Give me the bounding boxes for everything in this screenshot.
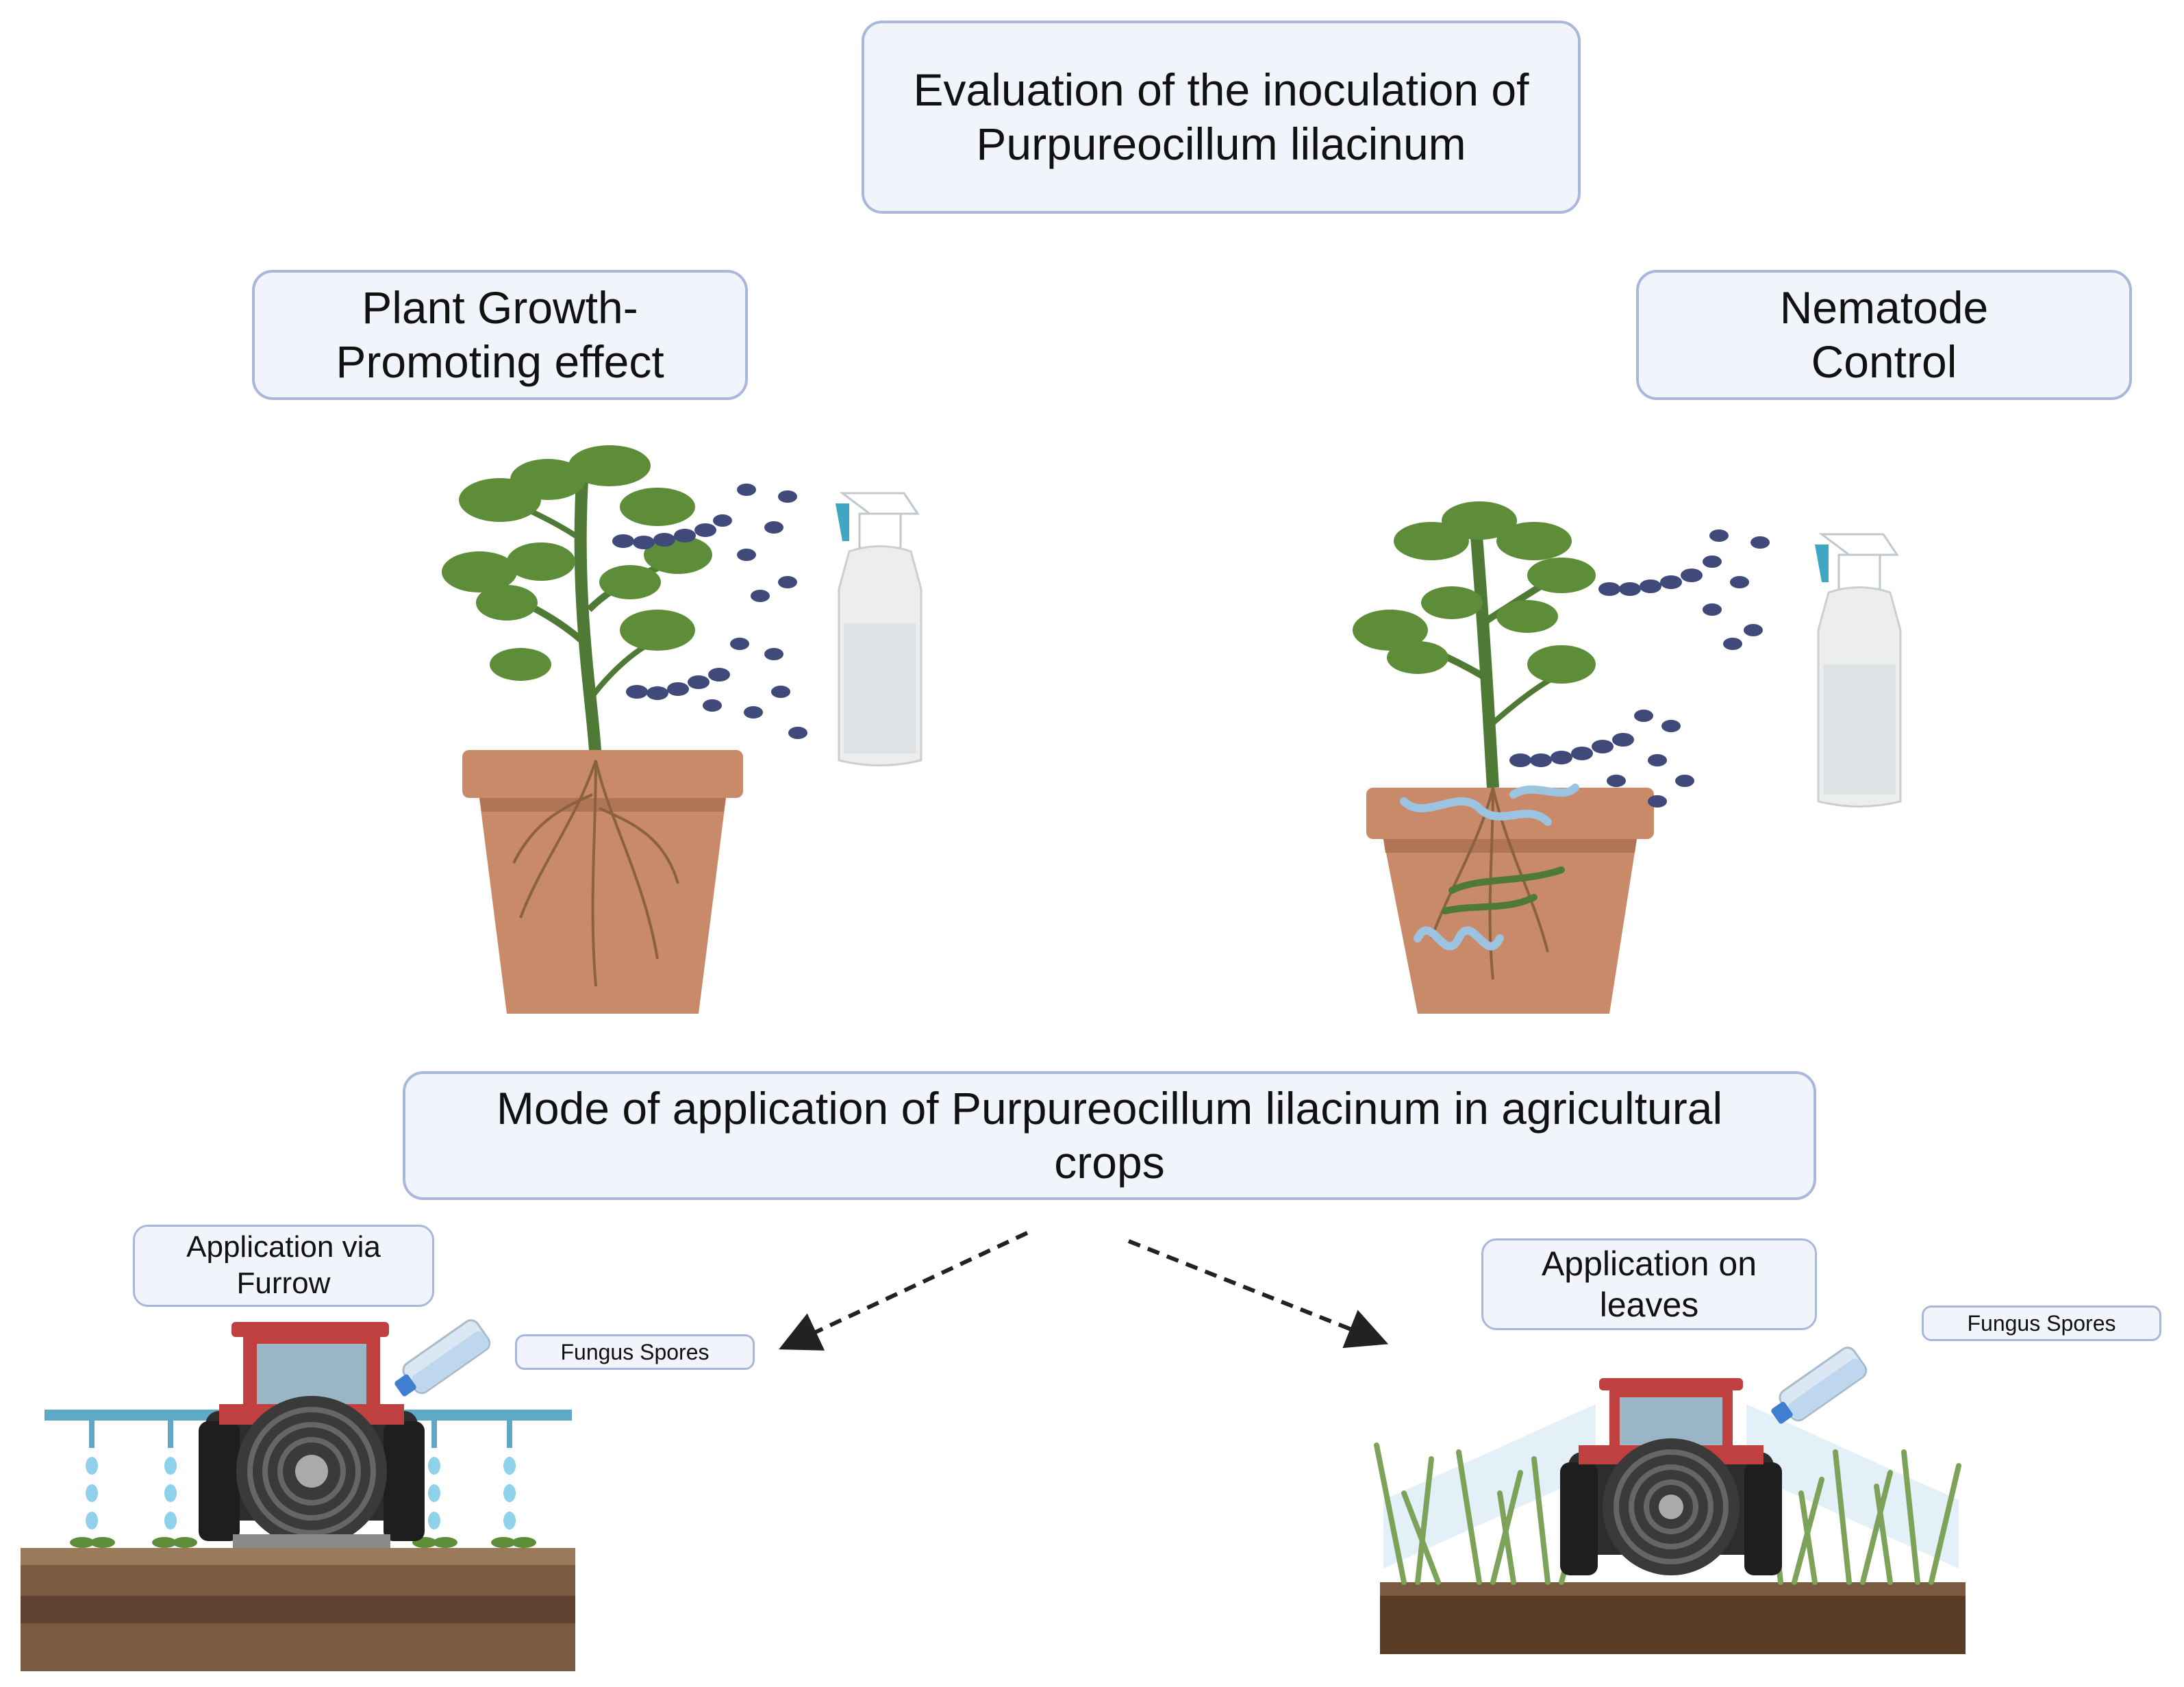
leaves-line-1: Application on	[1541, 1245, 1757, 1283]
plant-growth-line-2: Promoting effect	[336, 336, 664, 387]
fungus-spores-text: Fungus Spores	[560, 1339, 710, 1364]
nematode-control-line-2: Control	[1811, 336, 1957, 387]
fungus-spores-icon	[612, 484, 807, 739]
title-line-1: Evaluation of the inoculation of	[913, 64, 1529, 115]
mode-line-2: crops	[1054, 1137, 1165, 1188]
potted-plant-icon	[442, 445, 743, 1014]
tractor-icon	[21, 1322, 575, 1671]
fungus-spores-label-furrow: Fungus Spores	[515, 1334, 755, 1370]
furrow-line-2: Furrow	[236, 1266, 331, 1300]
spray-bottle-icon	[836, 492, 922, 766]
application-furrow-box: Application via Furrow	[133, 1225, 434, 1307]
furrow-line-1: Application via	[186, 1230, 381, 1264]
fungus-spores-icon	[1509, 529, 1770, 808]
tractor-icon	[1374, 1378, 1966, 1654]
spray-bottle-icon	[1815, 533, 1902, 808]
fungus-spores-text: Fungus Spores	[1967, 1310, 2116, 1336]
plant-growth-box: Plant Growth- Promoting effect	[252, 270, 748, 400]
potted-plant-with-nematodes-icon	[1353, 501, 1654, 1014]
nematode-control-box: Nematode Control	[1636, 270, 2132, 400]
bottle-icon	[394, 1319, 491, 1397]
title-box: Evaluation of the inoculation of Purpure…	[862, 21, 1581, 214]
mode-line-1: Mode of application of Purpureocillum li…	[496, 1082, 1723, 1134]
bottle-icon	[1771, 1347, 1868, 1424]
plant-growth-line-1: Plant Growth-	[362, 282, 638, 333]
leaves-line-2: leaves	[1599, 1286, 1699, 1324]
title-line-2: Purpureocillum lilacinum	[976, 118, 1466, 169]
mode-of-application-box: Mode of application of Purpureocillum li…	[403, 1071, 1816, 1200]
nematode-control-line-1: Nematode	[1779, 282, 1989, 333]
nematode-icon	[1400, 784, 1579, 951]
application-leaves-box: Application on leaves	[1481, 1238, 1817, 1330]
fungus-spores-label-leaves: Fungus Spores	[1922, 1305, 2161, 1341]
